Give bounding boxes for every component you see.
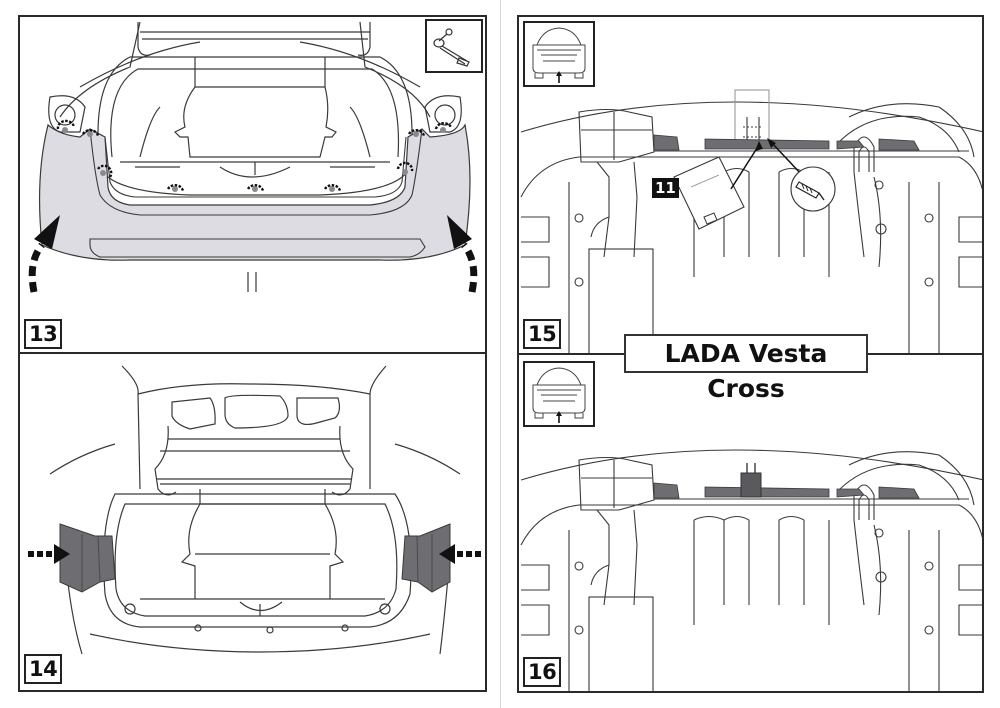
step-15-illustration: [520, 89, 982, 353]
bumper-bracket-left: [59, 523, 116, 593]
car-rear-view-icon: [532, 27, 586, 83]
callout-11: 11: [652, 178, 679, 198]
step-16-panel: 16: [517, 353, 984, 693]
socket-wrench-icon: [433, 28, 470, 67]
utility-knife-icon: [790, 166, 836, 212]
step-16-illustration: [520, 449, 982, 691]
step-14-panel: 14: [18, 352, 487, 692]
step-number-16: 16: [523, 657, 562, 687]
step-number-13: 13: [24, 319, 63, 349]
car-rear-view-inset: [523, 361, 595, 427]
curved-arrow-icon-left: [28, 215, 60, 293]
dashed-arrow-right-icon: [28, 544, 70, 564]
fastener-markers: [56, 119, 453, 192]
step-number-15: 15: [523, 319, 562, 349]
socket-wrench-inset: [425, 19, 483, 73]
curved-arrow-icon-right: [447, 215, 478, 293]
page-gutter: [500, 0, 501, 708]
document-title: LADA Vesta Cross: [624, 334, 868, 403]
template-card-icon: [673, 156, 745, 230]
step-15-panel: 11 15: [517, 15, 984, 355]
car-rear-view-icon: [532, 367, 586, 423]
car-rear-view-inset: [523, 21, 595, 87]
installed-bracket: [740, 463, 762, 498]
step-13-illustration: [28, 21, 478, 293]
step-14-illustration: [28, 365, 481, 655]
step-13-panel: 13: [18, 15, 487, 354]
bumper-bracket-right: [401, 523, 451, 593]
dashed-arrow-left-icon: [439, 544, 481, 564]
step-number-14: 14: [24, 654, 63, 684]
